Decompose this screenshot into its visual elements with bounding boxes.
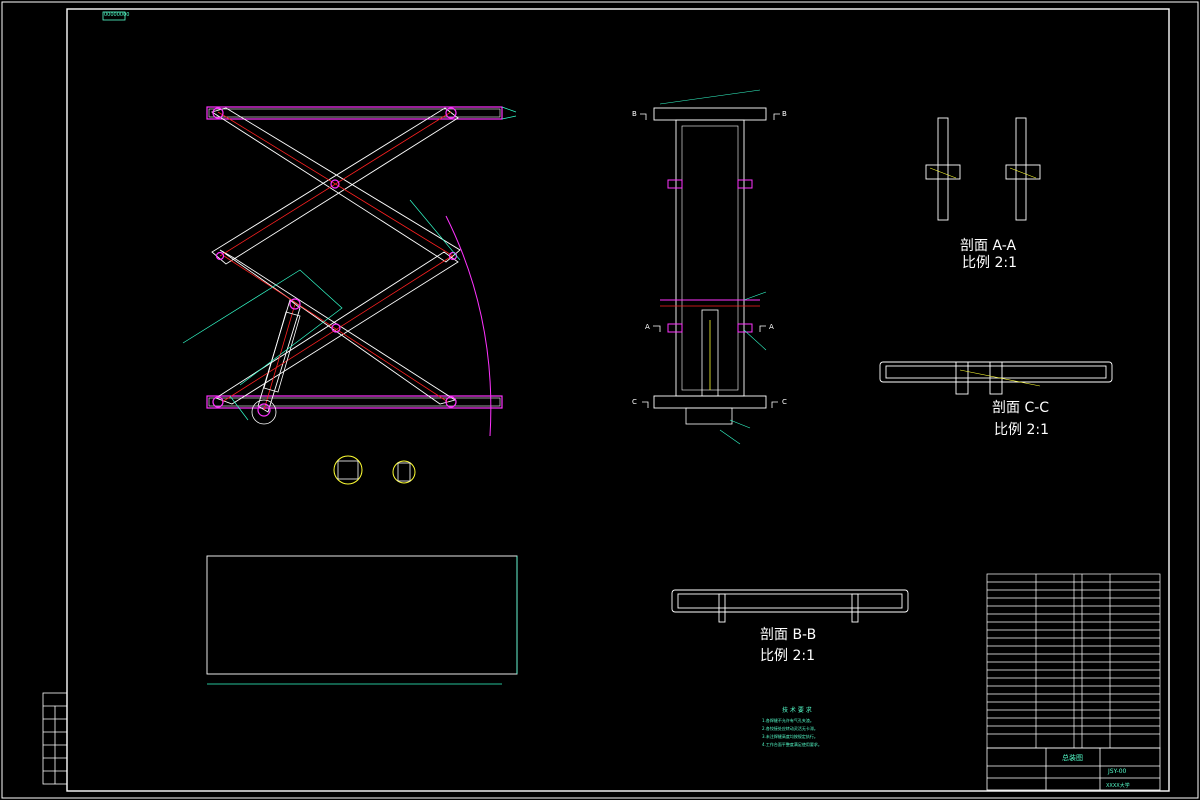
plan-view: [206, 555, 518, 685]
company-name: XXXX大学: [1106, 783, 1130, 789]
section-bb-scale: 比例 2:1: [760, 648, 815, 664]
section-bb-view: [671, 589, 909, 623]
top-platform: [206, 106, 503, 120]
section-cc-view: [879, 361, 1113, 395]
tech-req-title: 技 术 要 求: [782, 707, 812, 714]
swing-arc: [445, 215, 492, 437]
hydraulic-cylinder: [251, 311, 301, 425]
tech-req-item: 4.工作台面平整度满足使用要求。: [762, 742, 822, 747]
marker-c-left: C: [632, 398, 637, 406]
detail-views: [333, 455, 416, 485]
dimension-lines: [182, 106, 517, 421]
section-cc-title: 剖面 C-C: [992, 400, 1050, 416]
section-aa-scale: 比例 2:1: [962, 255, 1017, 271]
section-bb-title: 剖面 B-B: [760, 627, 817, 643]
tech-req-item: 2.各铰接处应转动灵活无卡滞。: [762, 726, 818, 731]
marker-b-right: B: [782, 110, 787, 118]
section-cc-scale: 比例 2:1: [994, 422, 1049, 438]
section-aa-view: [925, 117, 1041, 221]
corner-tag: 00000000: [104, 12, 130, 18]
bom-table: [986, 573, 1161, 749]
scissor-lift-main-view: [182, 106, 517, 485]
side-view: [653, 89, 767, 445]
title-block: [986, 747, 1161, 791]
tech-req-item: 3.未注焊缝高度均按规定执行。: [762, 734, 818, 739]
drawing-name: 总装图: [1062, 754, 1083, 762]
corner-tag-box: [102, 11, 126, 21]
section-aa-title: 剖面 A-A: [960, 238, 1017, 254]
arm-centerlines: [217, 111, 454, 411]
bottom-base: [206, 395, 503, 409]
marker-c-right: C: [782, 398, 787, 406]
sheet-inner-border: [66, 8, 1170, 792]
marker-b-left: B: [632, 110, 637, 118]
marker-a-left: A: [645, 323, 650, 331]
drawing-number: JSY-00: [1108, 768, 1127, 775]
pivot-pins: [212, 107, 458, 417]
binding-stamp-table: [42, 692, 68, 785]
tech-req-item: 1.各焊缝不允许有气孔夹渣。: [762, 718, 814, 723]
section-marks: [640, 113, 780, 408]
marker-a-right: A: [769, 323, 774, 331]
scissor-arms: [210, 107, 461, 413]
